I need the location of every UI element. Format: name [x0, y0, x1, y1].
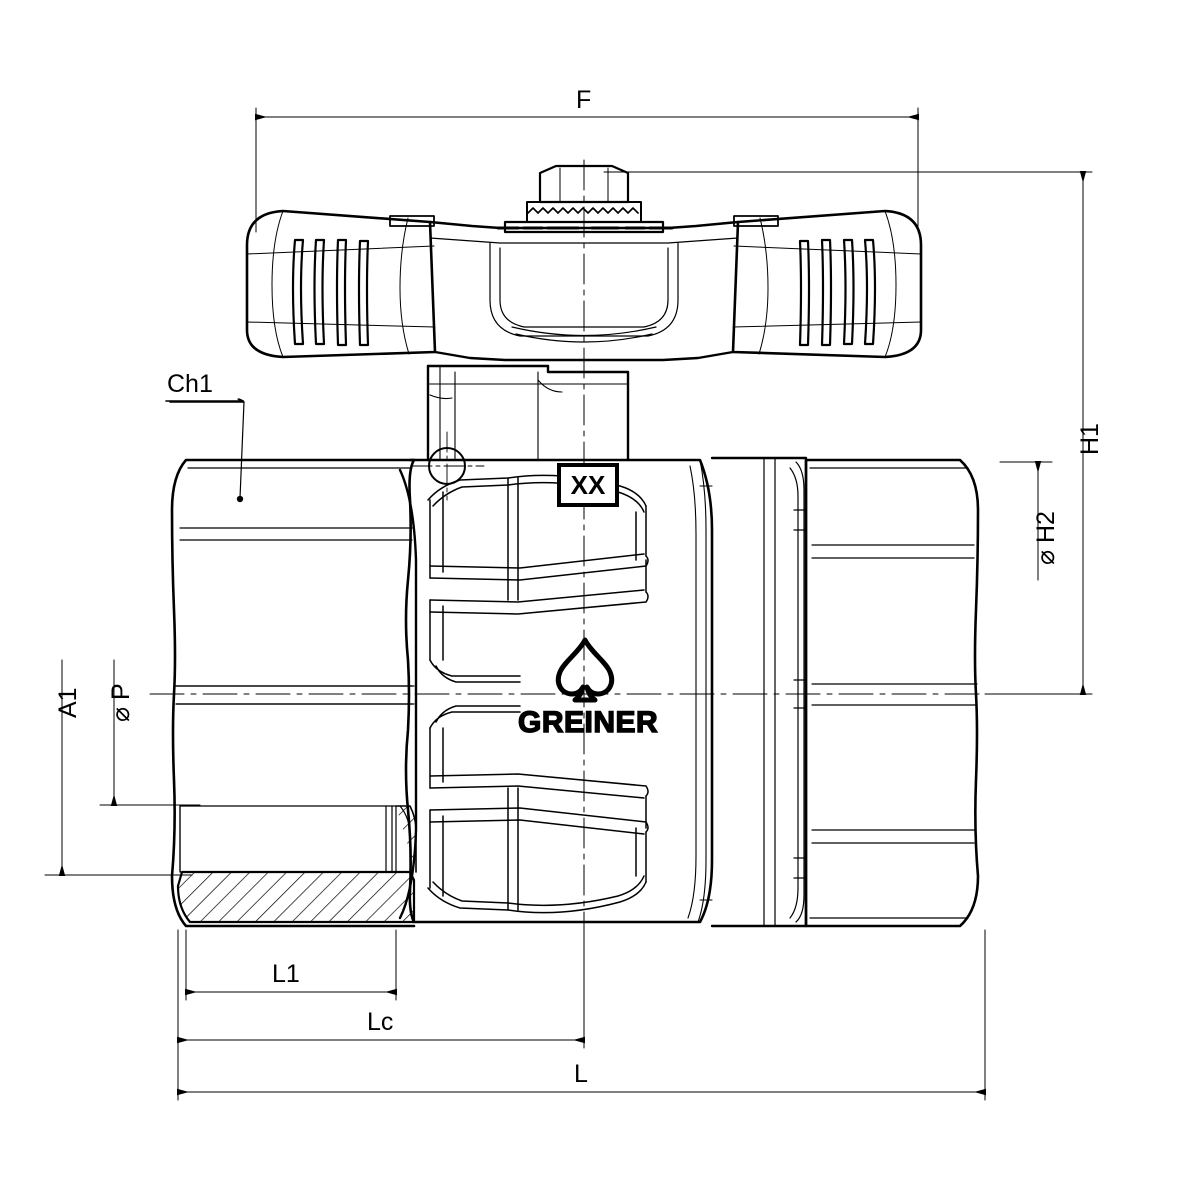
handle-left-wing [245, 209, 437, 359]
body-ribs-upper [427, 474, 649, 683]
dimension-label-F: F [576, 86, 592, 114]
handle-center-bridge [428, 220, 740, 362]
handle-left-wing-detail [246, 210, 436, 358]
dimension-L [177, 929, 986, 1101]
left-hex-end-faces [175, 467, 413, 705]
dimension-A1 [44, 659, 193, 876]
body-right-ring-detail [763, 457, 807, 927]
dimension-L1 [185, 929, 397, 1001]
body-ribs-lower [427, 705, 649, 914]
ch1-leader [165, 399, 244, 402]
body-right-ring [710, 456, 808, 928]
dimension-P [99, 659, 201, 806]
dimension-H1 [603, 171, 1093, 695]
stem-hex-nut-facets [559, 167, 609, 203]
dimension-label-L1: L1 [272, 960, 300, 988]
dimension-label-L: L [574, 1060, 588, 1088]
handle-center-detail [429, 237, 739, 343]
dimension-H2 [999, 461, 1053, 581]
marking-box-text: XX [570, 470, 606, 500]
right-hex-end [804, 458, 980, 928]
ch1-pointer [239, 401, 245, 499]
stem-neck-detail [427, 365, 629, 461]
marking-box: XX [557, 463, 619, 507]
handle-right-wing [731, 209, 923, 359]
ch1-dot [236, 495, 244, 503]
left-end-section-detail [179, 805, 411, 873]
bore-lines [175, 685, 415, 705]
dimension-label-Lc: Lc [367, 1008, 394, 1036]
dimension-label-Ch1: Ch1 [167, 370, 213, 398]
stem-knurl-teeth [527, 207, 639, 214]
body-boss-crosshair [411, 431, 485, 501]
handle-right-wing-detail [732, 210, 922, 358]
dimension-label-H1: H1 [1076, 423, 1104, 455]
handle-top-tabs [389, 215, 779, 227]
dimension-label-H2: ⌀ H2 [1032, 511, 1060, 565]
stem-neck [426, 364, 630, 462]
brand-text: GREINER [517, 705, 659, 739]
dimension-F [255, 107, 919, 233]
handle-left-grip-slots [291, 238, 370, 347]
dimension-label-A1: A1 [54, 687, 82, 718]
handle-right-grip-slots [798, 238, 877, 347]
body-contours [687, 459, 713, 923]
valve-body-center [404, 458, 714, 924]
spade-icon [548, 634, 622, 706]
left-end-section-cut [176, 805, 417, 924]
left-hex-end [170, 458, 416, 928]
right-hex-end-faces [809, 467, 978, 919]
dimension-label-P: ⌀ P [107, 683, 135, 722]
